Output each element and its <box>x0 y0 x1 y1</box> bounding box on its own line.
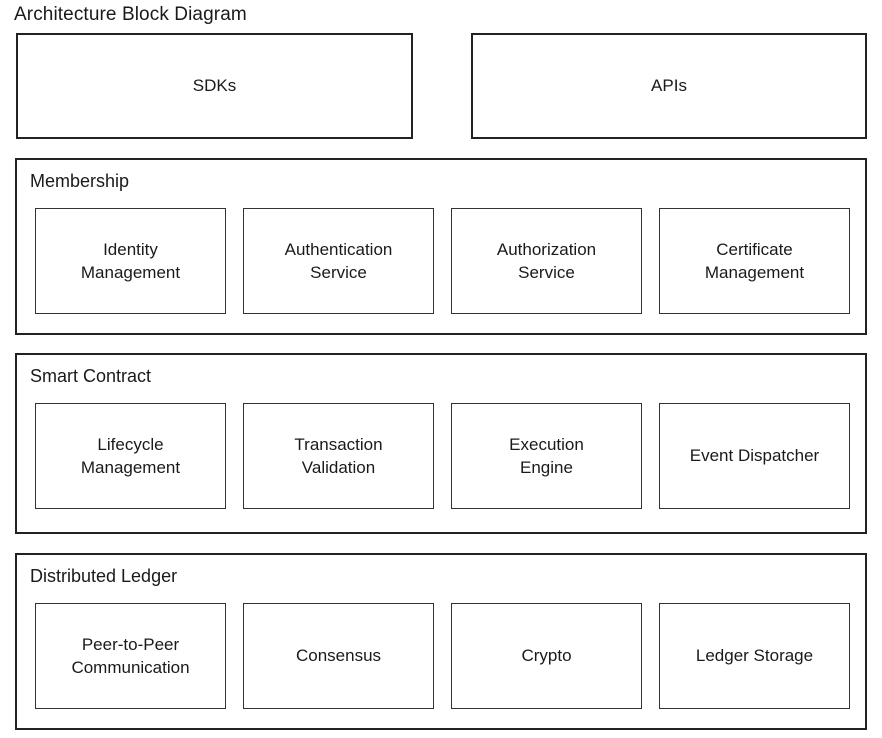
layer-smart-contract-row: Lifecycle Management Transaction Validat… <box>35 403 850 509</box>
layer-smart-contract-label: Smart Contract <box>30 366 152 386</box>
component-crypto: Crypto <box>451 603 642 709</box>
diagram-title: Architecture Block Diagram <box>14 4 247 25</box>
sdks-block: SDKs <box>16 33 413 139</box>
layer-distributed-ledger-row: Peer-to-Peer Communication Consensus Cry… <box>35 603 850 709</box>
layer-smart-contract: Smart Contract Lifecycle Management Tran… <box>15 353 867 534</box>
layer-membership: Membership Identity Management Authentic… <box>15 158 867 335</box>
component-authentication-service: Authentication Service <box>243 208 434 314</box>
layer-distributed-ledger-label: Distributed Ledger <box>30 566 178 586</box>
layer-membership-row: Identity Management Authentication Servi… <box>35 208 850 314</box>
component-lifecycle-management: Lifecycle Management <box>35 403 226 509</box>
layer-distributed-ledger: Distributed Ledger Peer-to-Peer Communic… <box>15 553 867 730</box>
apis-block: APIs <box>471 33 867 139</box>
component-execution-engine: Execution Engine <box>451 403 642 509</box>
component-event-dispatcher: Event Dispatcher <box>659 403 850 509</box>
component-peer-to-peer-communication: Peer-to-Peer Communication <box>35 603 226 709</box>
component-transaction-validation: Transaction Validation <box>243 403 434 509</box>
component-identity-management: Identity Management <box>35 208 226 314</box>
component-certificate-management: Certificate Management <box>659 208 850 314</box>
layer-membership-label: Membership <box>30 171 130 191</box>
component-ledger-storage: Ledger Storage <box>659 603 850 709</box>
component-authorization-service: Authorization Service <box>451 208 642 314</box>
component-consensus: Consensus <box>243 603 434 709</box>
